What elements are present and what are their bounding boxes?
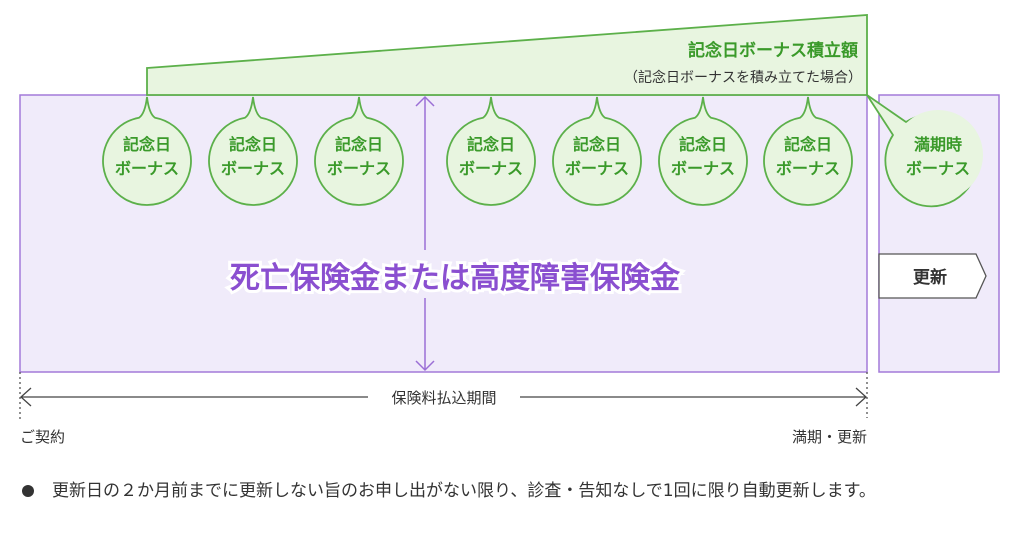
renewal-label: 更新 [913,267,947,288]
accumulation-title: 記念日ボーナス積立額 [688,40,858,61]
notes-list: 更新日の２か月前までに更新しない旨のお申し出がない限り、診査・告知なしで1回に限… [22,472,1012,510]
anniversary-bonus-line2: ボーナス [565,159,629,178]
bullet-icon [22,485,34,497]
note-item: 更新日の２か月前までに更新しない旨のお申し出がない限り、診査・告知なしで1回に限… [22,472,1012,510]
premium-period-arrow [20,387,867,407]
contract-start-label: ご契約 [20,428,65,446]
anniversary-bonus-list: 記念日ボーナス記念日ボーナス記念日ボーナス記念日ボーナス記念日ボーナス記念日ボー… [102,96,853,206]
anniversary-bonus-bubble: 記念日ボーナス [208,96,298,206]
bubble-shape [763,96,853,206]
maturity-bonus-line1: 満期時 [914,135,962,154]
anniversary-bonus-bubble: 記念日ボーナス [446,96,536,206]
insurance-diagram: 記念日ボーナス積立額 （記念日ボーナスを積み立てた場合） 死亡保険金または高度障… [19,14,1000,446]
bubble-shape [314,96,404,206]
anniversary-bonus-bubble: 記念日ボーナス [314,96,404,206]
bubble-shape [208,96,298,206]
accumulation-subtitle: （記念日ボーナスを積み立てた場合） [624,69,862,86]
renewal-tag: 更新 [878,253,987,299]
anniversary-bonus-line2: ボーナス [115,159,179,178]
anniversary-bonus-line2: ボーナス [671,159,735,178]
anniversary-bonus-line1: 記念日 [123,135,171,154]
anniversary-bonus-line2: ボーナス [327,159,391,178]
anniversary-bonus-line2: ボーナス [459,159,523,178]
premium-period-label: 保険料払込期間 [391,389,496,407]
anniversary-bonus-line2: ボーナス [776,159,840,178]
maturity-renewal-label: 満期・更新 [792,428,867,446]
anniversary-bonus-line1: 記念日 [335,135,383,154]
bubble-shape [446,96,536,206]
maturity-bonus-bubble: 満期時 ボーナス [866,94,983,208]
anniversary-bonus-line1: 記念日 [229,135,277,154]
anniversary-bonus-bubble: 記念日ボーナス [658,96,748,206]
bubble-shape [102,96,192,206]
benefit-arrow [415,95,435,372]
anniversary-bonus-line1: 記念日 [679,135,727,154]
bubble-shape [658,96,748,206]
bubble-shape [552,96,642,206]
anniversary-bonus-line1: 記念日 [467,135,515,154]
anniversary-bonus-line2: ボーナス [221,159,285,178]
anniversary-bonus-line1: 記念日 [784,135,832,154]
main-benefit-label: 死亡保険金または高度障害保険金 [230,261,681,296]
anniversary-bonus-bubble: 記念日ボーナス [552,96,642,206]
maturity-bonus-line2: ボーナス [906,159,970,178]
note-text: 更新日の２か月前までに更新しない旨のお申し出がない限り、診査・告知なしで1回に限… [52,481,876,501]
anniversary-bonus-line1: 記念日 [573,135,621,154]
anniversary-bonus-bubble: 記念日ボーナス [102,96,192,206]
anniversary-bonus-bubble: 記念日ボーナス [763,96,853,206]
